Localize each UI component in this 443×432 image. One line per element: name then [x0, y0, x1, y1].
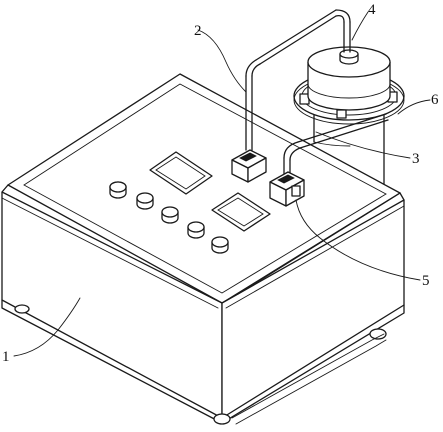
pump-unit-lower	[269, 171, 305, 207]
pump-unit-upper	[231, 149, 267, 183]
leader-lines	[13, 11, 431, 357]
knob-4	[187, 221, 205, 239]
foot-right	[369, 328, 387, 340]
lid-motor-cap	[307, 46, 391, 111]
knob-3	[161, 206, 179, 224]
foot-front	[213, 413, 231, 425]
label-4: 4	[368, 2, 376, 18]
cabinet-box	[1, 73, 405, 425]
display-window-1	[149, 151, 213, 195]
label-2: 2	[194, 23, 202, 39]
display-window-2	[211, 192, 271, 232]
label-1: 1	[2, 349, 10, 365]
knob-2	[136, 192, 154, 210]
foot-left	[14, 304, 30, 314]
knob-1	[109, 181, 127, 199]
label-6: 6	[431, 92, 439, 108]
knob-5	[211, 236, 229, 254]
pipe-2	[245, 9, 351, 151]
control-panel	[109, 151, 271, 254]
label-5: 5	[422, 273, 430, 289]
label-3: 3	[412, 151, 420, 167]
